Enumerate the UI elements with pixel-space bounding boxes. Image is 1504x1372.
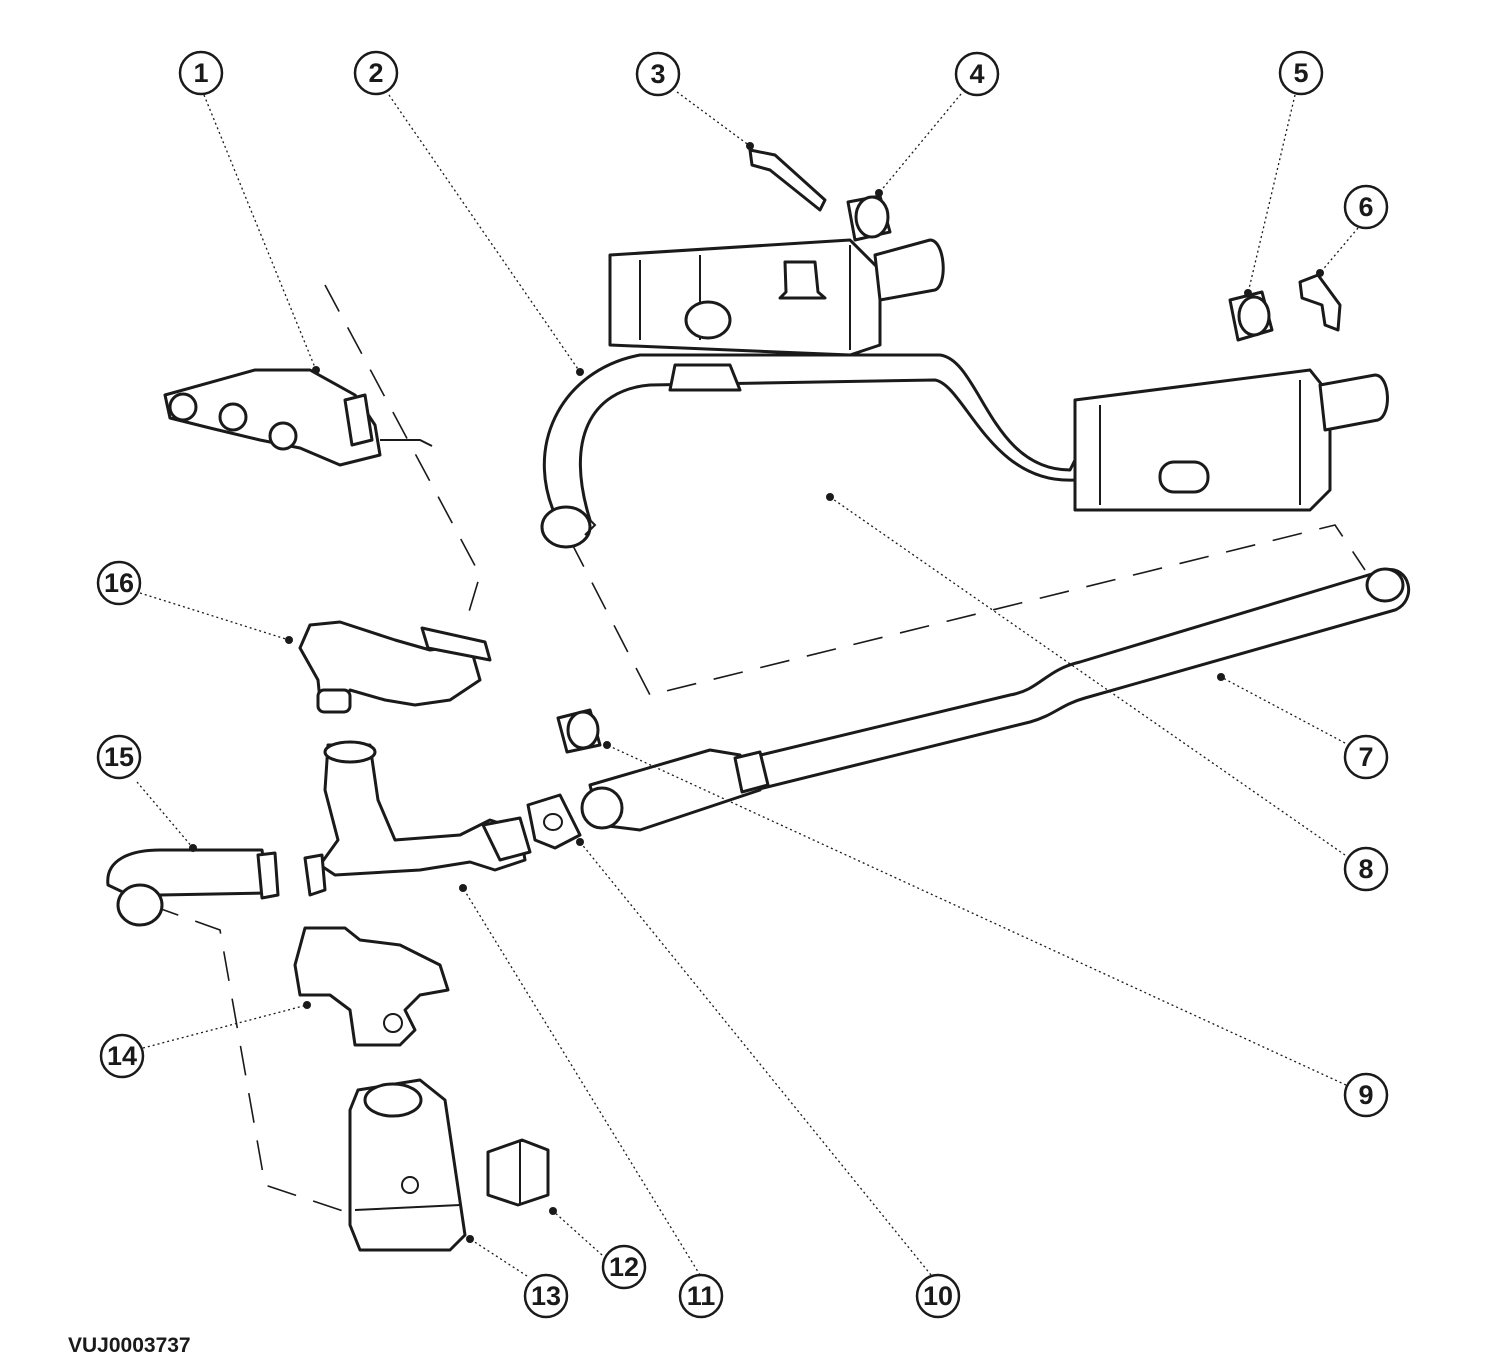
callout-7-label: 7 [1358, 742, 1373, 772]
mounting-bracket [778, 260, 827, 300]
callout-11: 11 [678, 1273, 724, 1319]
callout-8-label: 8 [1358, 854, 1373, 884]
rubber-insulator-upper [846, 194, 892, 242]
leader-dots [189, 142, 1324, 1243]
callout-16: 16 [96, 560, 142, 606]
intermediate-pipe [738, 567, 1411, 792]
converter-bracket [486, 1138, 550, 1207]
callout-1-label: 1 [193, 58, 208, 88]
diagram-reference-code: VUJ0003737 [68, 1334, 191, 1357]
callout-16-label: 16 [104, 568, 134, 598]
exhaust-manifold [163, 368, 433, 467]
bracket-right [1298, 273, 1342, 332]
callout-15-label: 15 [104, 742, 134, 772]
gasket-and-center-converter [526, 748, 770, 850]
callout-15: 15 [96, 734, 142, 780]
callout-6: 6 [1343, 184, 1389, 230]
callout-9-label: 9 [1358, 1080, 1373, 1110]
callout-4: 4 [954, 51, 1000, 97]
callout-2: 2 [353, 50, 399, 96]
flex-pipe [106, 848, 280, 927]
leader-lines [136, 91, 1359, 1277]
callout-11-label: 11 [687, 1281, 716, 1311]
manifold-heat-shield [293, 926, 450, 1047]
rear-muffler-assembly [540, 238, 1389, 549]
callout-4-label: 4 [969, 59, 984, 89]
callout-9: 9 [1343, 1072, 1389, 1118]
callout-3-label: 3 [650, 59, 665, 89]
front-catalyst-elbow [298, 620, 492, 714]
callout-14: 14 [99, 1033, 145, 1079]
callout-8: 8 [1343, 846, 1389, 892]
callout-5: 5 [1278, 50, 1324, 96]
callout-5-label: 5 [1293, 58, 1308, 88]
rubber-insulator-front [556, 708, 602, 754]
callout-2-label: 2 [368, 58, 383, 88]
callout-3: 3 [635, 51, 681, 97]
callout-12: 12 [601, 1244, 647, 1290]
callout-14-label: 14 [107, 1041, 137, 1071]
callout-13: 13 [523, 1273, 569, 1319]
front-pipe [303, 740, 532, 897]
callout-10: 10 [915, 1273, 961, 1319]
callout-1: 1 [178, 50, 224, 96]
callout-6-label: 6 [1358, 192, 1373, 222]
rubber-insulator-right [1228, 290, 1274, 342]
assembly-lines [149, 284, 1366, 1216]
callout-13-label: 13 [531, 1281, 561, 1311]
catalytic-converter [348, 1078, 467, 1252]
strap-bracket [748, 148, 827, 212]
callout-12-label: 12 [609, 1252, 639, 1282]
callout-7: 7 [1343, 734, 1389, 780]
callout-10-label: 10 [923, 1281, 953, 1311]
